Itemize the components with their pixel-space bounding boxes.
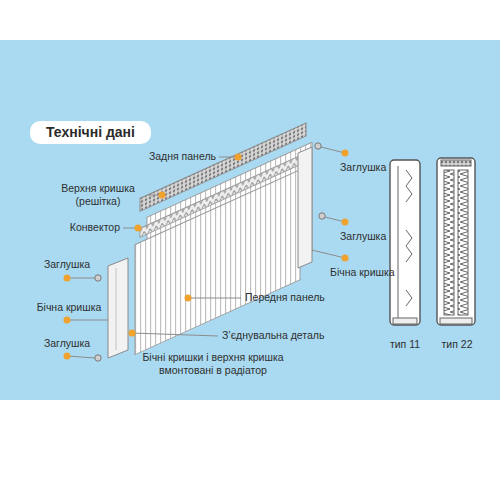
title-box: Технічні дані (30, 121, 151, 144)
title-text: Технічні дані (46, 124, 135, 140)
part-label: Бічна кришка (330, 266, 410, 279)
part-label: Передня панель (245, 291, 340, 304)
part-label: тип 11 (380, 338, 430, 351)
part-label: Заглушка (38, 337, 96, 350)
part-label: Бічна кришка (30, 301, 108, 314)
part-label: Конвектор (48, 221, 120, 234)
part-label: Заглушка (38, 258, 96, 271)
part-label: тип 22 (432, 338, 482, 351)
part-label: Бічні кришки і верхня кришка вмонтовані … (138, 351, 288, 377)
part-label: Задня панель (118, 150, 216, 163)
part-label: З’єднувальна деталь (222, 329, 347, 342)
part-label: Заглушка (340, 161, 400, 174)
part-label: Заглушка (340, 230, 400, 243)
part-label: Верхня кришка (решітка) (52, 182, 144, 208)
